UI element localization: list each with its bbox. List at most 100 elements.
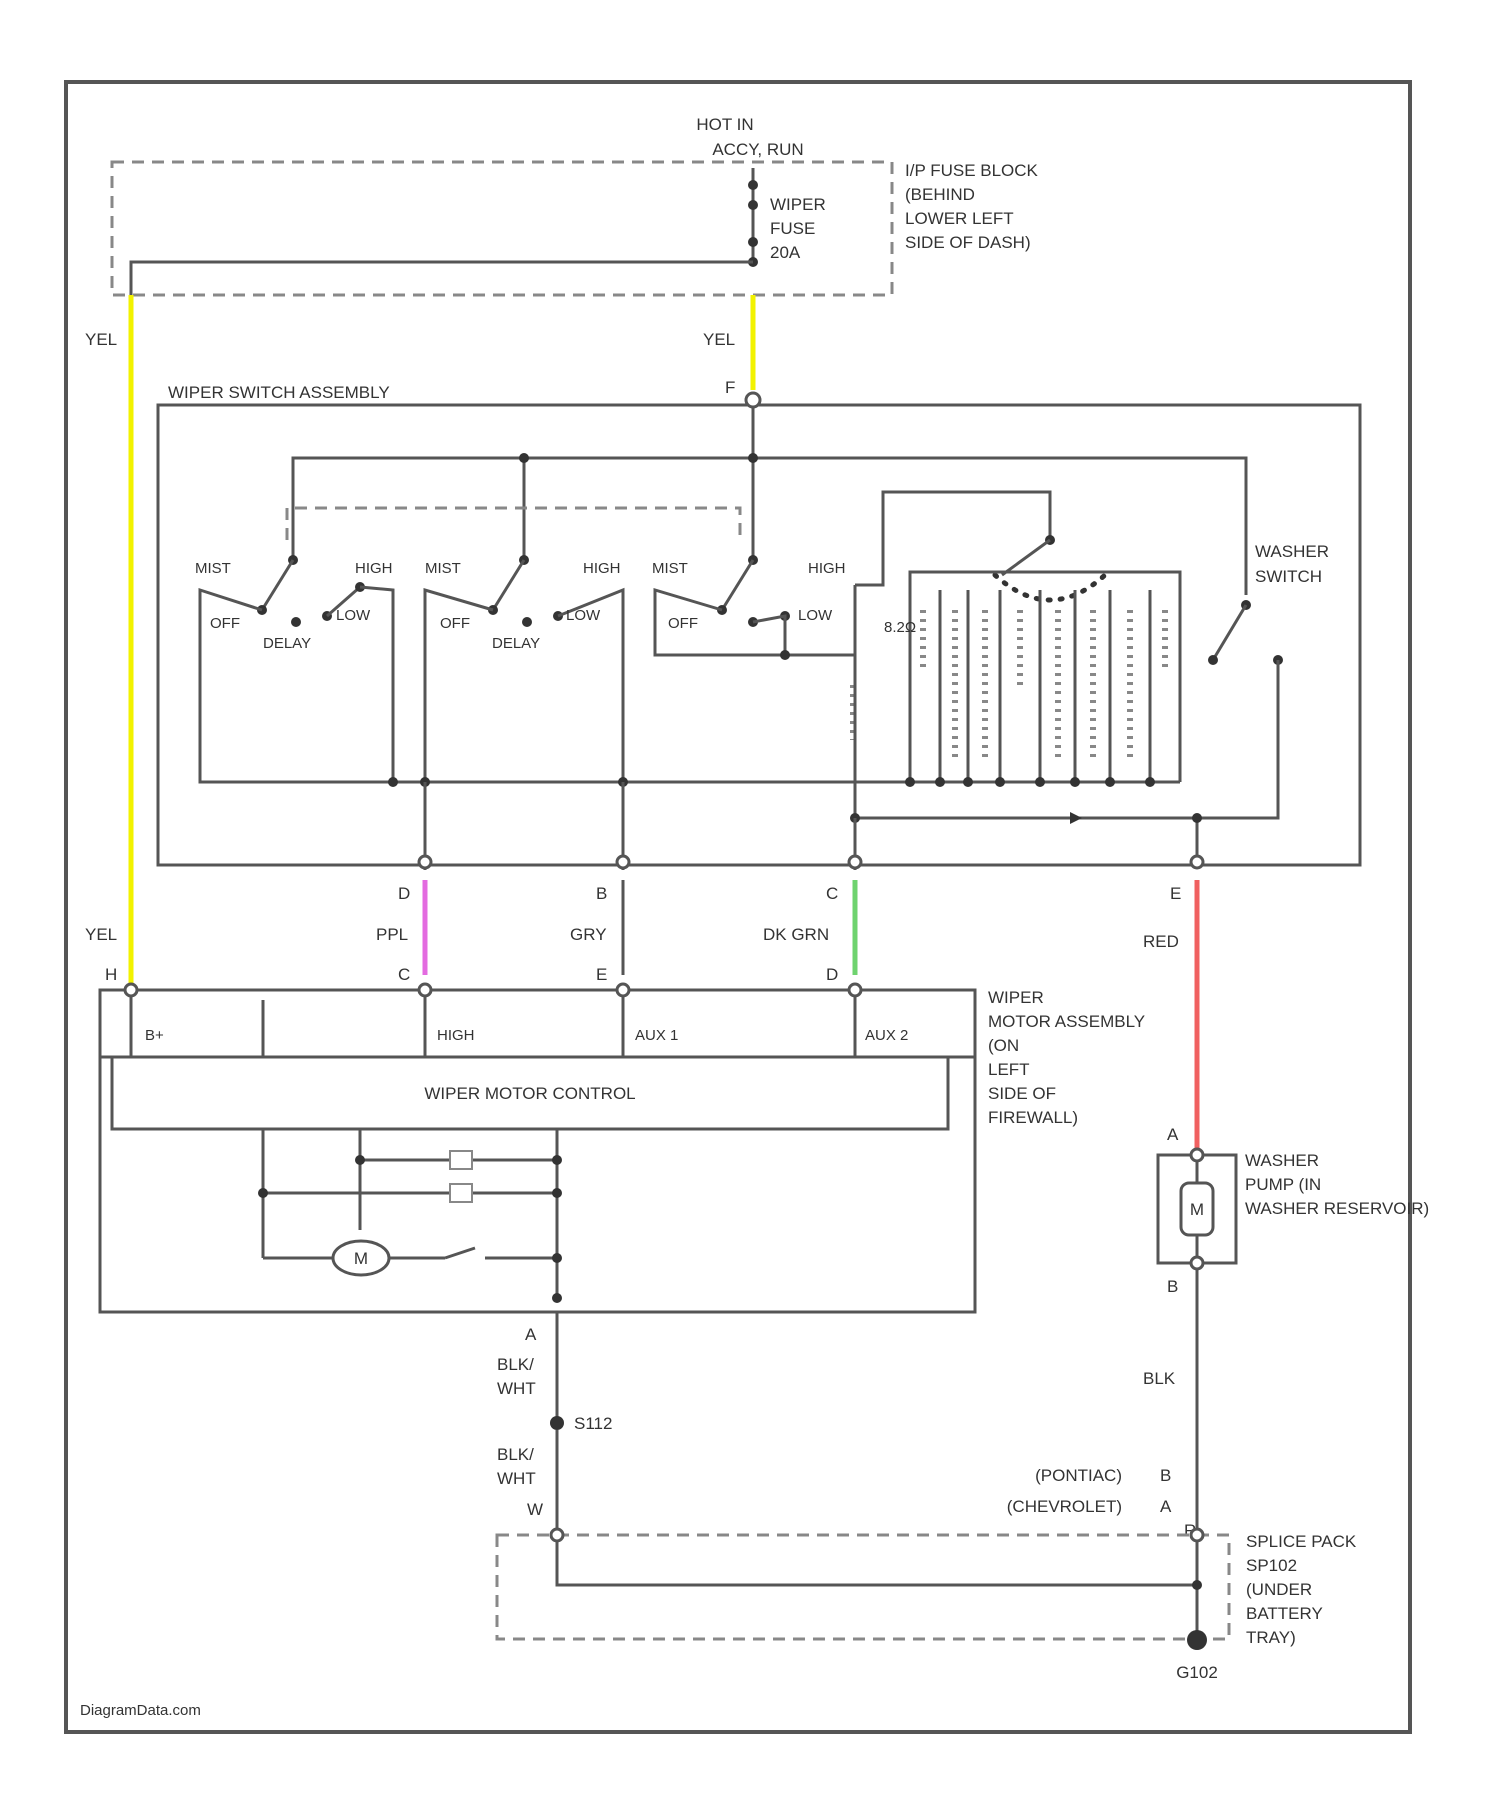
fuse-bus-wire <box>131 262 753 295</box>
switch-pin-b: B <box>596 884 607 903</box>
svg-text:DELAY: DELAY <box>492 635 540 652</box>
fuse-element-a <box>748 200 758 210</box>
chevrolet-label: (CHEVROLET) <box>1007 1497 1122 1516</box>
motor-assembly-label: WIPER MOTOR ASSEMBLY (ON LEFT SIDE OF FI… <box>988 988 1145 1127</box>
svg-text:FUSE: FUSE <box>770 219 815 238</box>
pump-pin-b: B <box>1167 1277 1178 1296</box>
motor-term-aux1: AUX 1 <box>635 1027 678 1044</box>
wiper-motor-control-label: WIPER MOTOR CONTROL <box>424 1084 635 1103</box>
blk-wht-wire-label-2: BLK/ WHT <box>497 1445 536 1488</box>
svg-text:LOWER LEFT: LOWER LEFT <box>905 209 1014 228</box>
wiper-switch-section-1: MIST HIGH OFF LOW DELAY <box>195 555 393 782</box>
switch-pin-f-connector <box>746 393 760 407</box>
ppl-wire-label: PPL <box>376 925 408 944</box>
splice-pack-pin-w <box>551 1529 563 1541</box>
pump-pin-b-connector <box>1191 1257 1203 1269</box>
motor-assembly-box <box>100 990 975 1312</box>
switch-pin-c-connector <box>849 856 861 868</box>
red-wire-label: RED <box>1143 932 1179 951</box>
pump-pin-a: A <box>1167 1125 1179 1144</box>
ground-icon <box>1187 1630 1207 1650</box>
splice-pin-a: A <box>1160 1497 1172 1516</box>
washer-pump-label: WASHER PUMP (IN WASHER RESERVOIR) <box>1245 1151 1429 1218</box>
switch-linkage <box>287 508 740 540</box>
svg-text:HIGH: HIGH <box>583 560 621 577</box>
delay-resistor-ladder: 8.2Ω <box>853 492 1180 782</box>
svg-text:(ON: (ON <box>988 1036 1019 1055</box>
diode-symbol <box>1070 812 1082 824</box>
splice-pack-pin-r <box>1191 1529 1203 1541</box>
diagram-frame <box>66 82 1410 1732</box>
switch-pin-b-connector <box>617 856 629 868</box>
switch-pin-c: C <box>826 884 838 903</box>
svg-text:WASHER RESERVOIR): WASHER RESERVOIR) <box>1245 1199 1429 1218</box>
footer-watermark: DiagramData.com <box>80 1702 201 1719</box>
svg-text:LEFT: LEFT <box>988 1060 1030 1079</box>
fuse-element-b <box>748 237 758 247</box>
svg-text:(UNDER: (UNDER <box>1246 1580 1312 1599</box>
ground-label: G102 <box>1176 1663 1218 1682</box>
svg-text:OFF: OFF <box>210 615 240 632</box>
top-bus-node-1 <box>519 453 529 463</box>
motor-term-bplus: B+ <box>145 1027 164 1044</box>
switch-pin-e: E <box>1170 884 1181 903</box>
pontiac-label: (PONTIAC) <box>1035 1466 1122 1485</box>
svg-text:WIPER: WIPER <box>770 195 826 214</box>
svg-text:WHT: WHT <box>497 1469 536 1488</box>
svg-text:SPLICE PACK: SPLICE PACK <box>1246 1532 1357 1551</box>
svg-text:BLK/: BLK/ <box>497 1445 534 1464</box>
power-label-line2: ACCY, RUN <box>712 140 803 159</box>
wiper-motor-symbol-label: M <box>354 1249 368 1268</box>
pump-pin-a-connector <box>1191 1149 1203 1161</box>
wiper-switch-section-2: MIST HIGH OFF LOW DELAY <box>425 555 623 782</box>
svg-text:SIDE OF DASH): SIDE OF DASH) <box>905 233 1031 252</box>
svg-text:TRAY): TRAY) <box>1246 1628 1296 1647</box>
motor-term-aux2: AUX 2 <box>865 1027 908 1044</box>
svg-text:WASHER: WASHER <box>1245 1151 1319 1170</box>
power-label-line1: HOT IN <box>696 115 753 134</box>
switch-pin-e-connector <box>1191 856 1203 868</box>
splice-pack-node <box>1192 1580 1202 1590</box>
svg-text:I/P FUSE BLOCK: I/P FUSE BLOCK <box>905 161 1039 180</box>
blk-wire-label: BLK <box>1143 1369 1176 1388</box>
wiper-switch-section-3: MIST HIGH OFF LOW <box>652 555 855 660</box>
motor-term-high: HIGH <box>437 1027 475 1044</box>
switch-assembly-title: WIPER SWITCH ASSEMBLY <box>168 383 390 402</box>
splice-s112-label: S112 <box>574 1414 612 1433</box>
motor-pin-h: H <box>105 965 117 984</box>
svg-text:LOW: LOW <box>798 607 833 624</box>
svg-text:MIST: MIST <box>652 560 688 577</box>
svg-text:HIGH: HIGH <box>808 560 846 577</box>
svg-text:LOW: LOW <box>336 607 371 624</box>
yel-wire-fuse-label: YEL <box>703 330 735 349</box>
dk-grn-wire-label: DK GRN <box>763 925 829 944</box>
splice-pack-label: SPLICE PACK SP102 (UNDER BATTERY TRAY) <box>1246 1532 1357 1647</box>
gry-wire-label: GRY <box>570 925 607 944</box>
washer-pump-motor-label: M <box>1190 1200 1204 1219</box>
svg-text:WHT: WHT <box>497 1379 536 1398</box>
yel-wire-motor-label: YEL <box>85 925 117 944</box>
blk-wht-wire-label-1: BLK/ WHT <box>497 1355 536 1398</box>
wiper-fuse-label: WIPER FUSE 20A <box>770 195 826 262</box>
svg-text:HIGH: HIGH <box>355 560 393 577</box>
washer-switch-node <box>1192 813 1202 823</box>
svg-text:SWITCH: SWITCH <box>1255 567 1322 586</box>
switch-pin-d-connector <box>419 856 431 868</box>
svg-text:PUMP (IN: PUMP (IN <box>1245 1175 1321 1194</box>
top-bus-node-2 <box>748 453 758 463</box>
svg-text:OFF: OFF <box>668 615 698 632</box>
splice-pin-b: B <box>1160 1466 1171 1485</box>
svg-text:FIREWALL): FIREWALL) <box>988 1108 1078 1127</box>
fuse-block-label: I/P FUSE BLOCK (BEHIND LOWER LEFT SIDE O… <box>905 161 1039 252</box>
splice-pin-w: W <box>527 1500 543 1519</box>
svg-text:DELAY: DELAY <box>263 635 311 652</box>
splice-pack-outline <box>497 1535 1229 1639</box>
fuse-terminal-top <box>748 180 758 190</box>
splice-pack-bus <box>557 1541 1197 1585</box>
yel-wire-left-label: YEL <box>85 330 117 349</box>
washer-switch: WASHER SWITCH <box>1197 542 1329 865</box>
motor-internal-circuit <box>258 1129 562 1303</box>
svg-text:MIST: MIST <box>425 560 461 577</box>
motor-pin-c: C <box>398 965 410 984</box>
switch-diode-bus <box>855 655 1197 818</box>
